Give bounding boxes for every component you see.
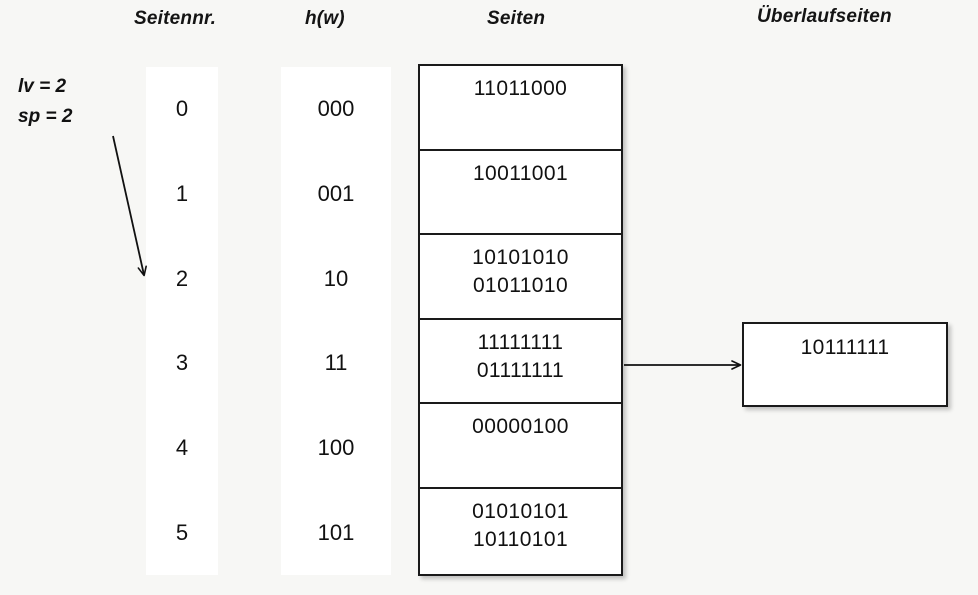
page-entry: 10110101 bbox=[472, 527, 569, 551]
column-header-seiten: Seiten bbox=[487, 8, 546, 29]
page-entry: 11111111 bbox=[477, 330, 564, 354]
page-row: 10101010 01011010 bbox=[420, 235, 621, 320]
page-row: 10011001 bbox=[420, 150, 621, 236]
seitennr-cell: 5 bbox=[175, 519, 189, 545]
seitennr-cell: 3 bbox=[175, 350, 189, 376]
hw-cell: 100 bbox=[317, 435, 355, 461]
hw-cell: 001 bbox=[317, 181, 355, 206]
column-header-seitennr: Seitennr. bbox=[134, 8, 217, 29]
param-sp: sp = 2 bbox=[18, 106, 73, 127]
seitennr-cell: 2 bbox=[175, 265, 189, 291]
page-row: 11111111 01111111 bbox=[420, 319, 621, 405]
pages-table: 11011000 10011001 10101010 01011010 1111… bbox=[418, 64, 623, 576]
column-header-ueberlaufseiten: Überlaufseiten bbox=[757, 6, 892, 27]
page-entry: 01010101 bbox=[472, 499, 569, 523]
hw-cell: 000 bbox=[317, 96, 355, 122]
page-entry: 01111111 bbox=[476, 358, 565, 382]
page-row: 01010101 10110101 bbox=[420, 488, 621, 574]
hw-cell: 101 bbox=[317, 519, 355, 545]
hw-cell: 11 bbox=[324, 350, 348, 376]
page-row: 11011000 bbox=[420, 66, 621, 151]
overflow-page-entry: 10111111 bbox=[800, 336, 890, 359]
page-entry: 01011010 bbox=[472, 274, 569, 298]
parameter-labels: lv = 2 sp = 2 bbox=[18, 72, 72, 132]
hw-cell: 10 bbox=[323, 265, 349, 291]
page-entry: 00000100 bbox=[472, 415, 569, 439]
hw-column: 000 001 10 11 100 101 bbox=[281, 67, 391, 575]
page-entry: 11011000 bbox=[473, 77, 568, 100]
seitennr-cell: 0 bbox=[175, 96, 189, 122]
sp-pointer-arrow bbox=[112, 135, 147, 277]
column-header-hw: h(w) bbox=[305, 8, 345, 29]
seitennr-column: 0 1 2 3 4 5 bbox=[146, 67, 218, 575]
seitennr-cell: 4 bbox=[175, 435, 189, 461]
page-entry: 10101010 bbox=[472, 246, 569, 270]
param-lv: lv = 2 bbox=[18, 76, 67, 97]
page-entry: 10011001 bbox=[472, 161, 569, 185]
seitennr-cell: 1 bbox=[175, 181, 189, 206]
overflow-page-box: 10111111 bbox=[742, 322, 948, 407]
page-row: 00000100 bbox=[420, 404, 621, 489]
